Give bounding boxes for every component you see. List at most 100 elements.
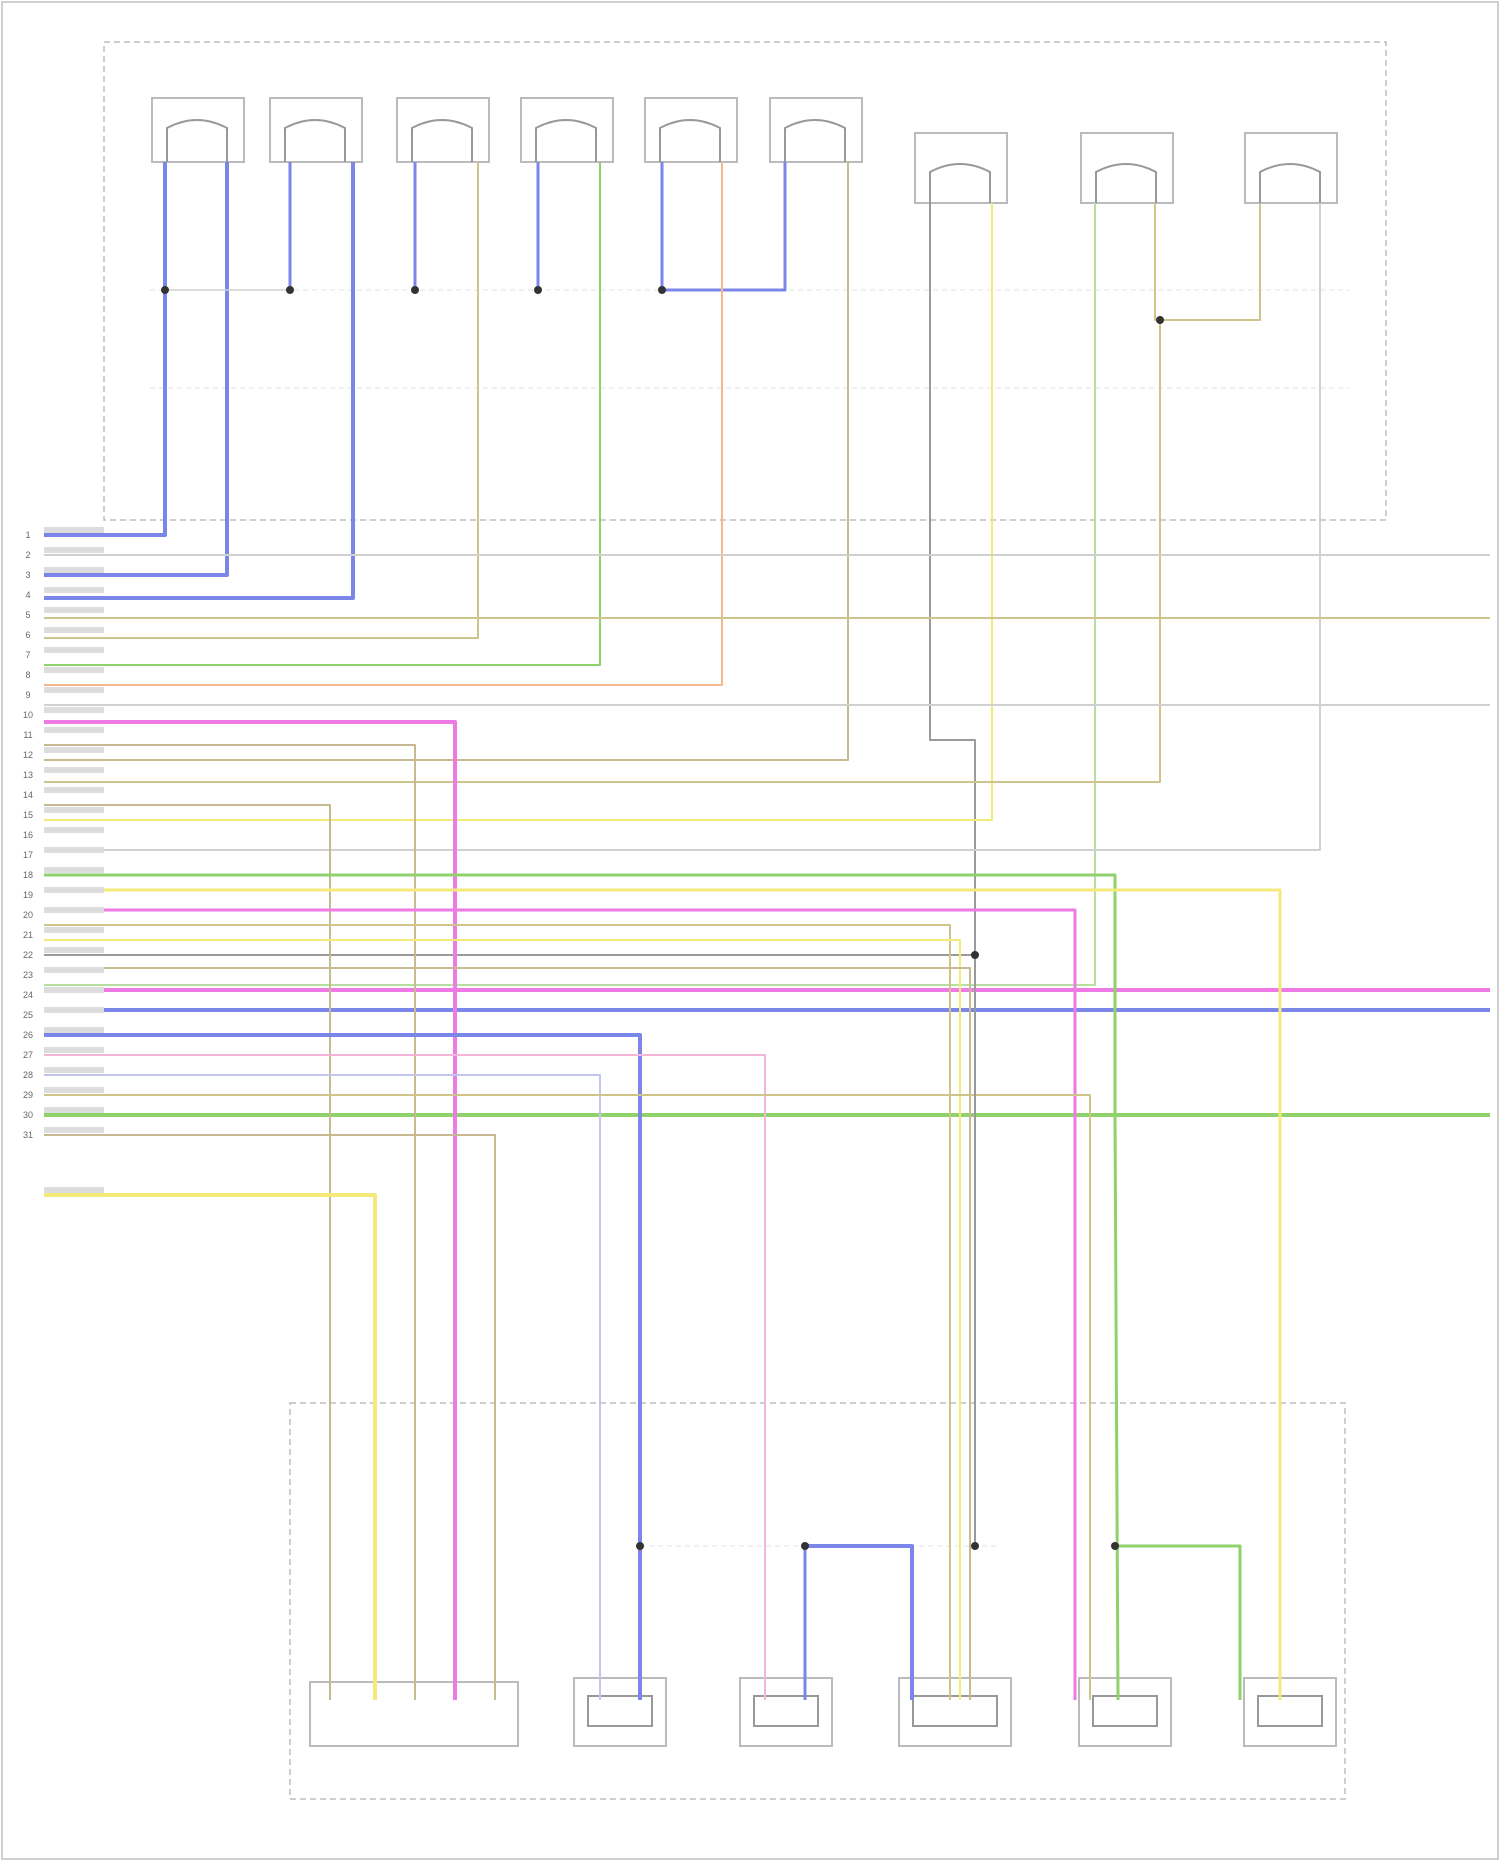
shift-solenoid-4 [521, 98, 613, 162]
pin-number: 10 [23, 710, 33, 720]
wire-gray [44, 203, 975, 955]
pin-label-box [44, 947, 104, 953]
solenoid-body [270, 98, 362, 162]
pin-label-box [44, 867, 104, 873]
shift-solenoid-3 [397, 98, 489, 162]
bottom-sensor-4 [1079, 1678, 1171, 1746]
splice-dot [636, 1542, 644, 1550]
wire-magenta [44, 910, 1075, 1700]
splice-dot [971, 951, 979, 959]
pin-number: 14 [23, 790, 33, 800]
pin-label-box [44, 527, 104, 533]
bottom-sensor-2 [740, 1678, 832, 1746]
solenoid-body [152, 98, 244, 162]
splice-dot [1156, 316, 1164, 324]
sensor-element [754, 1696, 818, 1726]
shift-solenoid-5 [645, 98, 737, 162]
pin-number: 1 [25, 530, 30, 540]
wire-khaki [44, 162, 478, 638]
pin-number: 9 [25, 690, 30, 700]
sensor-body [1245, 133, 1337, 203]
pin-number: 18 [23, 870, 33, 880]
pin-number: 15 [23, 810, 33, 820]
shift-solenoid-1 [152, 98, 244, 162]
pin-number: 13 [23, 770, 33, 780]
pin-label-box [44, 1027, 104, 1033]
bottom-sensor-1 [574, 1678, 666, 1746]
top-sensor-1 [915, 133, 1007, 203]
wire-khaki [1160, 203, 1260, 320]
pin-label-box [44, 827, 104, 833]
pin-label-box [44, 887, 104, 893]
sensor-element [913, 1696, 997, 1726]
pin-number: 29 [23, 1090, 33, 1100]
shift-solenoid-6 [770, 98, 862, 162]
pin-label-box [44, 907, 104, 913]
splice-dot [658, 286, 666, 294]
pin-label-box [44, 687, 104, 693]
pin-label-box [44, 1187, 104, 1193]
pin-number: 27 [23, 1050, 33, 1060]
pin-number: 5 [25, 610, 30, 620]
sensor-element [1258, 1696, 1322, 1726]
pin-number: 30 [23, 1110, 33, 1120]
pin-number: 2 [25, 550, 30, 560]
pin-label-box [44, 747, 104, 753]
splice-dot [971, 1542, 979, 1550]
solenoid-body [521, 98, 613, 162]
pin-label-box [44, 587, 104, 593]
pin-number: 12 [23, 750, 33, 760]
pin-label-box [44, 987, 104, 993]
pin-number: 31 [23, 1130, 33, 1140]
pin-number: 26 [23, 1030, 33, 1040]
pin-label-box [44, 647, 104, 653]
sensor-body [1081, 133, 1173, 203]
pin-number: 28 [23, 1070, 33, 1080]
pin-label-box [44, 1087, 104, 1093]
wire-tan [44, 1135, 495, 1700]
wire-tan [44, 968, 970, 1700]
pin-number: 25 [23, 1010, 33, 1020]
wire-pink [44, 1055, 765, 1700]
wire-green [1115, 1546, 1240, 1700]
wire-orange [44, 162, 722, 685]
pin-number: 22 [23, 950, 33, 960]
pin-label-box [44, 807, 104, 813]
wire-blue [44, 162, 227, 575]
solenoid-body [770, 98, 862, 162]
wire-yellow [44, 1195, 375, 1700]
pin-label-box [44, 1107, 104, 1113]
wire-lightgreen [44, 203, 1095, 985]
solenoid-body [397, 98, 489, 162]
pin-label-box [44, 667, 104, 673]
pin-number: 24 [23, 990, 33, 1000]
pin-number: 16 [23, 830, 33, 840]
wire-yellow [44, 203, 992, 820]
pin-label-box [44, 607, 104, 613]
pin-number: 17 [23, 850, 33, 860]
pin-number: 21 [23, 930, 33, 940]
sensor-body [915, 133, 1007, 203]
pin-label-box [44, 967, 104, 973]
shift-solenoid-2 [270, 98, 362, 162]
pin-label-box [44, 1067, 104, 1073]
wire-blue [662, 162, 785, 290]
sensor-element [1093, 1696, 1157, 1726]
bottom-sensor-5 [1244, 1678, 1336, 1746]
pin-label-box [44, 767, 104, 773]
wire-lightgray [44, 203, 1320, 850]
sensor-element [588, 1696, 652, 1726]
pin-number: 3 [25, 570, 30, 580]
splice-dot [286, 286, 294, 294]
pin-label-box [44, 1127, 104, 1133]
wire-green [44, 875, 1118, 1700]
wire-khaki [44, 1095, 1090, 1700]
splice-dot [534, 286, 542, 294]
splice-dot [801, 1542, 809, 1550]
wire-lavender [44, 1075, 600, 1700]
pin-label-box [44, 1007, 104, 1013]
pin-number: 23 [23, 970, 33, 980]
pin-number: 20 [23, 910, 33, 920]
wires-layer [44, 162, 1490, 1700]
